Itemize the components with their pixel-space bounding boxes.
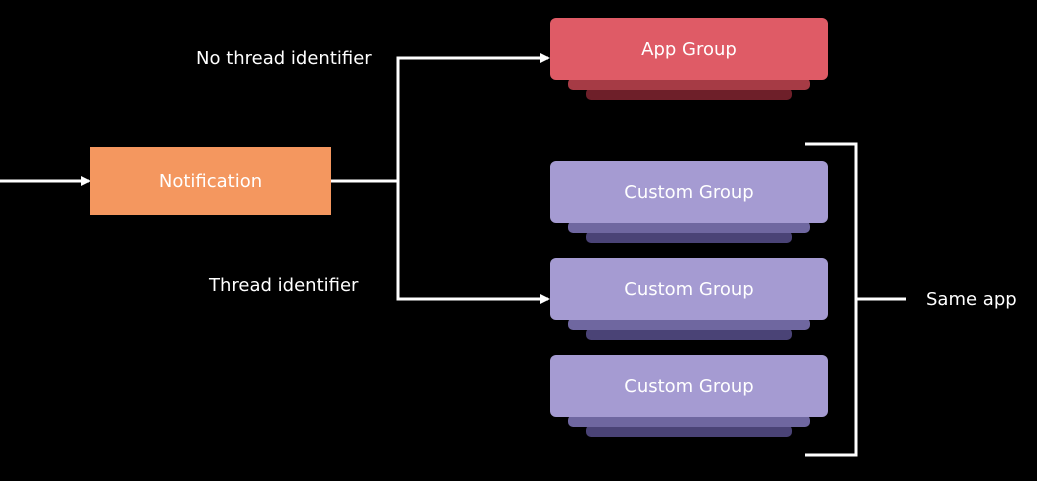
custom-group-mid-layer xyxy=(568,221,810,233)
app-group-stack: App Group xyxy=(550,18,828,102)
custom-group-node: Custom Group xyxy=(550,355,828,417)
custom-group-back-layer xyxy=(586,425,792,437)
app-group-node: App Group xyxy=(550,18,828,80)
app-group-back-layer xyxy=(586,88,792,100)
custom-group-mid-layer xyxy=(568,415,810,427)
app-group-mid-layer xyxy=(568,78,810,90)
custom-group-stack-2: Custom Group xyxy=(550,258,828,342)
same-app-label: Same app xyxy=(926,289,1017,310)
custom-group-mid-layer xyxy=(568,318,810,330)
notification-node: Notification xyxy=(90,147,331,215)
no-thread-identifier-label: No thread identifier xyxy=(196,48,372,69)
custom-group-stack-1: Custom Group xyxy=(550,161,828,245)
custom-group-back-layer xyxy=(586,328,792,340)
custom-group-node: Custom Group xyxy=(550,258,828,320)
custom-group-back-layer xyxy=(586,231,792,243)
custom-group-stack-3: Custom Group xyxy=(550,355,828,439)
custom-group-node: Custom Group xyxy=(550,161,828,223)
thread-identifier-label: Thread identifier xyxy=(209,275,359,296)
